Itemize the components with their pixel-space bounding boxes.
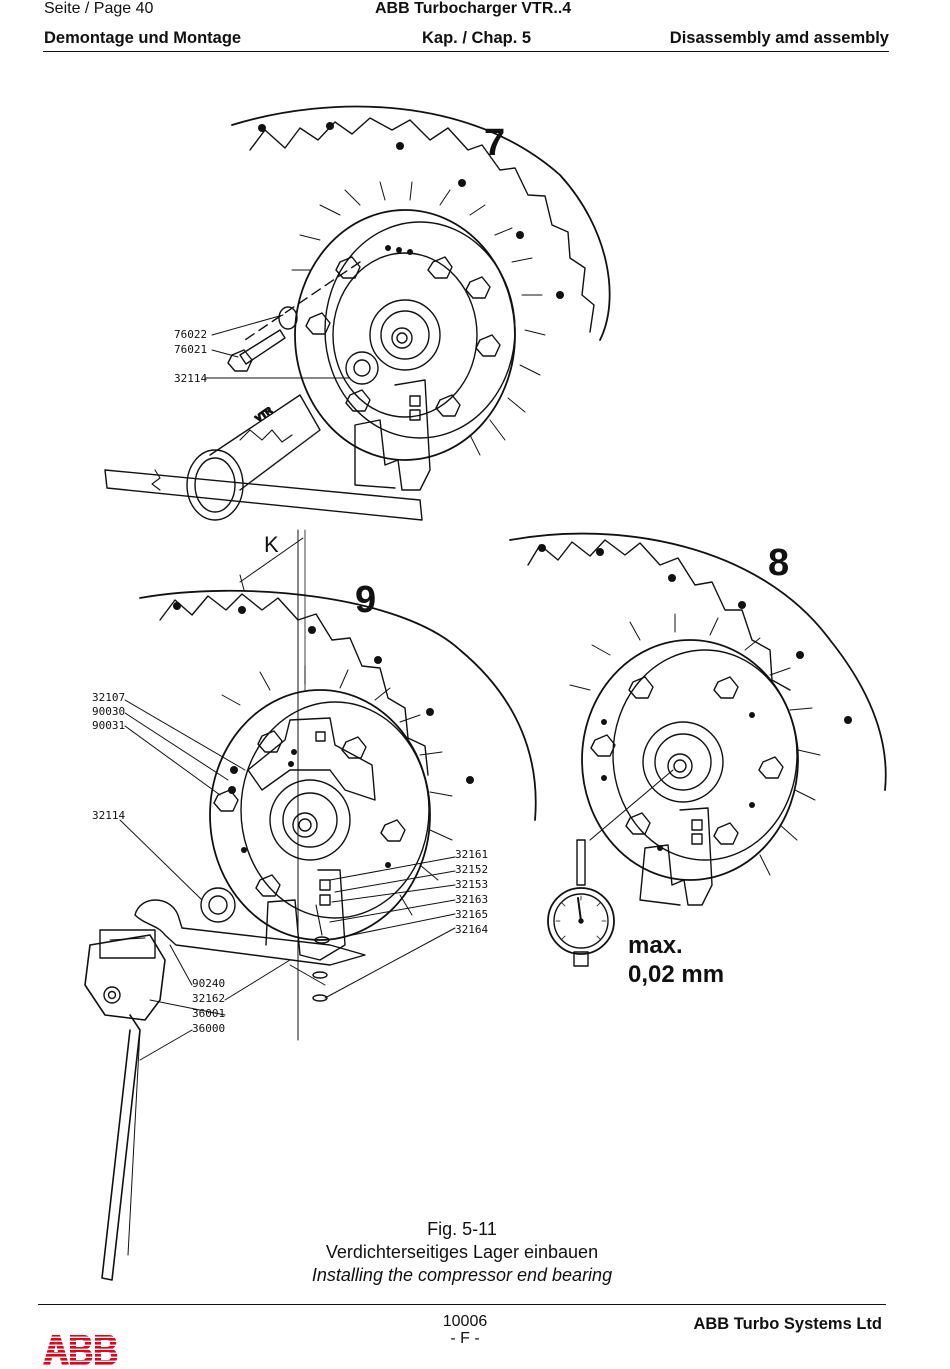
company-name: ABB Turbo Systems Ltd (693, 1315, 882, 1333)
vtr-mark: VTR (253, 405, 274, 424)
step-7-drawing: VTR 76022 76021 32114 7 (104, 105, 611, 521)
figure-title-en: Installing the compressor end bearing (311, 1265, 613, 1285)
footer-rule (38, 1304, 886, 1305)
ref-32162: 32162 (192, 992, 225, 1005)
ref-32164: 32164 (455, 923, 488, 936)
ref-90030: 90030 (92, 705, 125, 718)
ref-36000: 36000 (192, 1022, 225, 1035)
product-title: ABB Turbocharger VTR..4 (375, 0, 572, 17)
ref-32161: 32161 (455, 848, 488, 861)
step-8-drawing: 8 max. 0,02 mm (509, 532, 887, 988)
ref-32165: 32165 (455, 908, 488, 921)
page-number: Seite / Page 40 (44, 0, 154, 17)
step-number-8: 8 (768, 542, 789, 584)
ref-32152: 32152 (455, 863, 488, 876)
chapter-label: Kap. / Chap. 5 (422, 29, 532, 47)
technical-drawing: VTR 76022 76021 32114 7 (84, 105, 887, 1281)
figure-title-de: Verdichterseitiges Lager einbauen (325, 1242, 599, 1262)
revision-label: - F - (450, 1330, 480, 1347)
figure-number: Fig. 5-11 (427, 1219, 497, 1239)
step-number-7: 7 (484, 122, 505, 164)
ref-90031: 90031 (92, 719, 125, 732)
step-number-9: 9 (355, 579, 376, 621)
step-9-drawing: K 32107 (84, 529, 537, 1281)
header-rule (43, 51, 889, 52)
abb-logo (43, 1335, 118, 1365)
dimension-k: K (264, 532, 279, 557)
ref-32114-step7: 32114 (174, 372, 207, 385)
document-number: 10006 (442, 1313, 488, 1330)
section-title-de: Demontage und Montage (44, 29, 242, 47)
ref-90240: 90240 (192, 977, 225, 990)
tolerance-line-1: max. (628, 932, 683, 959)
ref-32163: 32163 (455, 893, 488, 906)
ref-32114-step9: 32114 (92, 809, 125, 822)
ref-76021: 76021 (174, 343, 207, 356)
ref-32107: 32107 (92, 691, 125, 704)
ref-32153: 32153 (455, 878, 488, 891)
section-title-en: Disassembly amd assembly (669, 29, 889, 47)
tolerance-line-2: 0,02 mm (628, 961, 724, 988)
ref-76022: 76022 (174, 328, 207, 341)
ref-36001: 36001 (192, 1007, 225, 1020)
